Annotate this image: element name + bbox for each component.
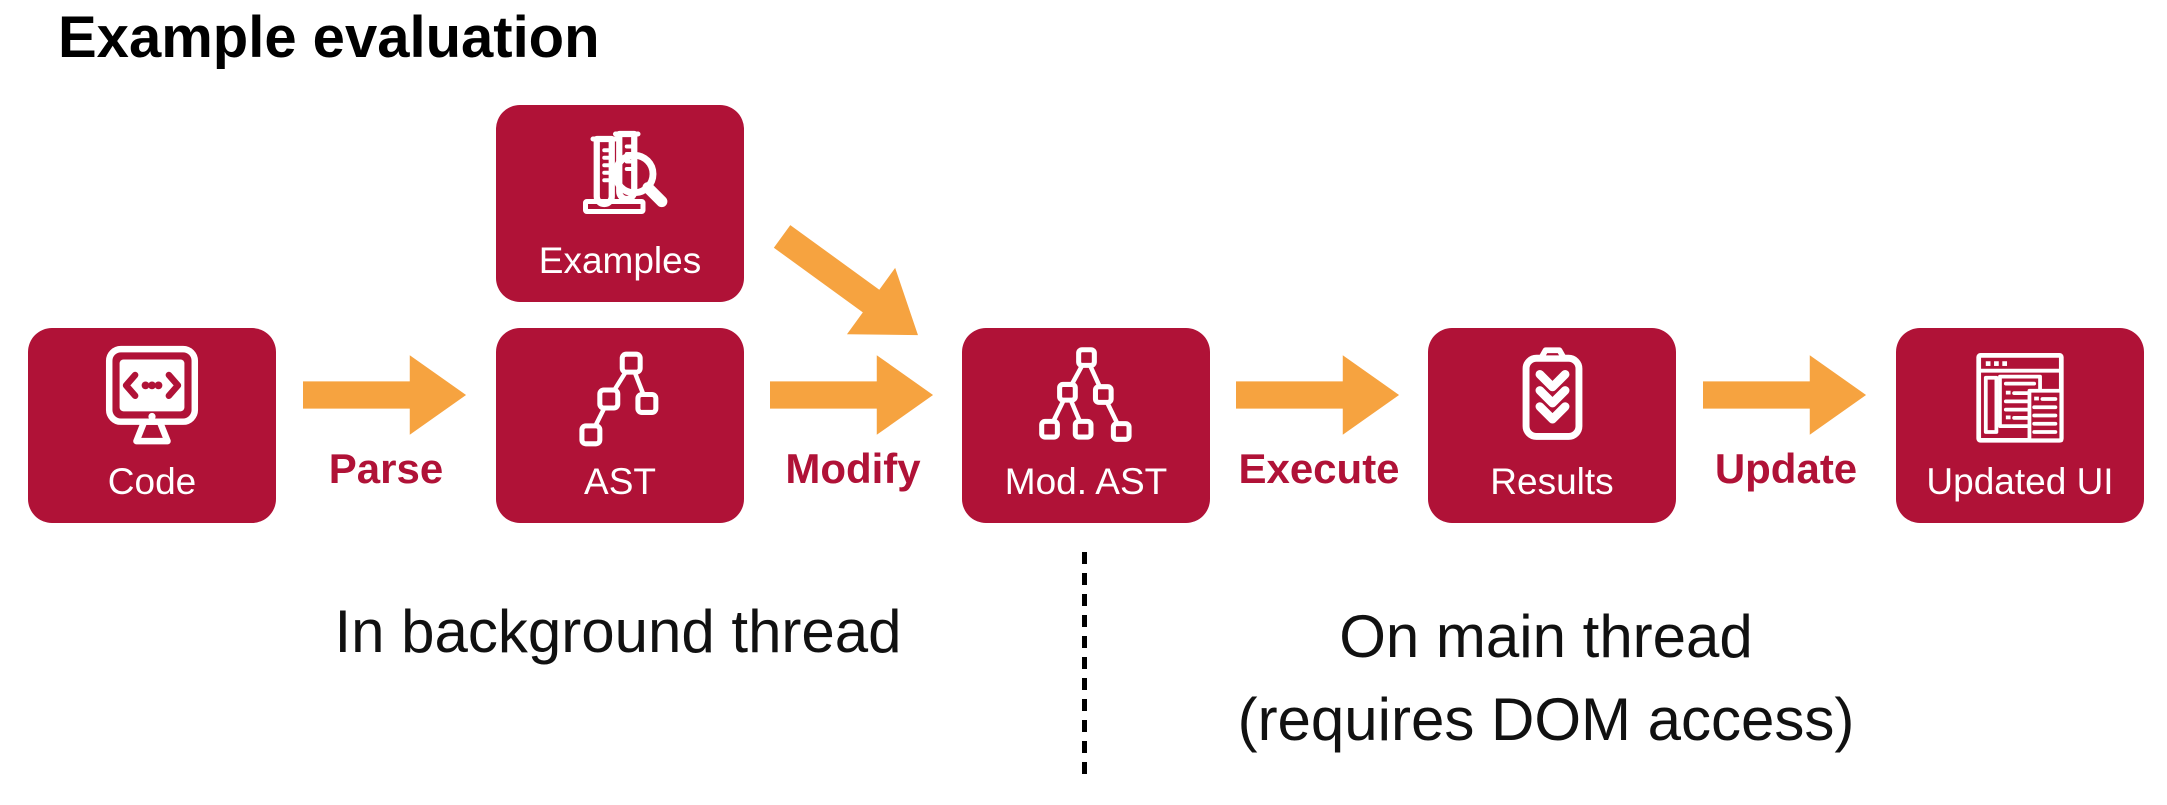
- node-examples: Examples: [496, 105, 744, 302]
- caption-main-thread: On main thread (requires DOM access): [1166, 595, 1926, 761]
- edge-label-update: Update: [1714, 445, 1858, 492]
- node-label: AST: [584, 461, 656, 502]
- browser-window-icon: [1896, 328, 2144, 463]
- parse-arrow-icon: [303, 349, 468, 441]
- node-label: Mod. AST: [1004, 461, 1168, 502]
- monitor-code-icon: [28, 328, 276, 463]
- thread-divider-dashed-line: [1082, 552, 1087, 781]
- node-updated-ui: Updated UI: [1896, 328, 2144, 523]
- edge-label-parse: Parse: [328, 445, 444, 492]
- modified-ast-tree-icon: [962, 328, 1210, 463]
- page-title: Example evaluation: [58, 5, 600, 70]
- node-label: Updated UI: [1926, 461, 2114, 502]
- clipboard-checks-icon: [1428, 328, 1676, 463]
- execute-arrow-icon: [1236, 349, 1401, 441]
- node-label: Code: [107, 461, 197, 502]
- test-tubes-magnifier-icon: [496, 105, 744, 242]
- node-results: Results: [1428, 328, 1676, 523]
- caption-background-thread: In background thread: [334, 598, 902, 665]
- edge-label-modify: Modify: [785, 445, 921, 492]
- node-code: Code: [28, 328, 276, 523]
- node-label: Results: [1490, 461, 1614, 502]
- update-arrow-icon: [1703, 349, 1868, 441]
- ast-tree-icon: [496, 328, 744, 463]
- caption-main-thread-line2: (requires DOM access): [1237, 686, 1855, 753]
- caption-main-thread-line1: On main thread: [1339, 603, 1753, 670]
- node-label: Examples: [538, 240, 702, 281]
- examples-to-modast-arrow-icon: [749, 195, 953, 378]
- node-ast: AST: [496, 328, 744, 523]
- node-mod-ast: Mod. AST: [962, 328, 1210, 523]
- edge-label-execute: Execute: [1238, 445, 1400, 492]
- modify-arrow-icon: [770, 349, 935, 441]
